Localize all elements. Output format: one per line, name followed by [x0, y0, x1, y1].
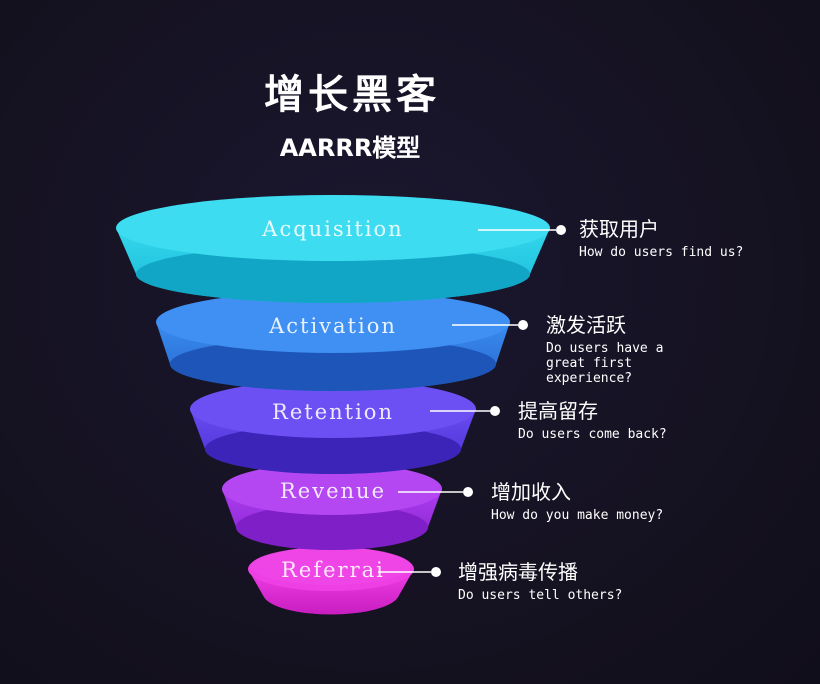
stage-label-referral: Referrai	[281, 558, 385, 582]
stage-label-activation: Activation	[268, 314, 397, 338]
connector-revenue	[398, 487, 473, 497]
annotation-en: Do users come back?	[518, 427, 667, 442]
annotation-en: Do users tell others?	[458, 588, 623, 603]
annotation-acquisition: 获取用户 How do users find us?	[579, 217, 743, 260]
funnel-layer-acquisition	[116, 195, 550, 303]
annotation-en: Do users have a great first experience?	[546, 341, 664, 386]
stage-label-acquisition: Acquisition	[261, 217, 403, 241]
annotation-activation: 激发活跃 Do users have a great first experie…	[546, 313, 696, 386]
connector-activation	[452, 320, 528, 330]
annotation-cn: 提高留存	[518, 399, 598, 423]
funnel-layer-referral	[248, 547, 414, 615]
annotation-cn: 增强病毒传播	[458, 560, 578, 584]
annotation-en: How do users find us?	[579, 245, 744, 260]
stage-label-revenue: Revenue	[280, 479, 386, 503]
annotation-revenue: 增加收入 How do you make money?	[491, 480, 663, 523]
diagram-subtitle: AARRR模型	[279, 134, 421, 162]
annotation-retention: 提高留存 Do users come back?	[518, 399, 667, 442]
connector-retention	[430, 406, 500, 416]
diagram-title: 增长黑客	[264, 72, 440, 118]
funnel-layer-retention	[190, 380, 476, 474]
annotation-referral: 增强病毒传播 Do users tell others?	[458, 560, 622, 603]
connector-referral	[378, 567, 441, 577]
funnel-layer-activation	[156, 291, 510, 391]
annotation-cn: 激发活跃	[546, 313, 626, 337]
connector-acquisition	[478, 225, 566, 235]
annotation-en: How do you make money?	[491, 508, 664, 523]
stage-label-retention: Retention	[272, 400, 394, 424]
annotation-cn: 获取用户	[579, 217, 659, 241]
funnel-layer-revenue	[222, 463, 442, 550]
annotation-cn: 增加收入	[491, 480, 571, 504]
